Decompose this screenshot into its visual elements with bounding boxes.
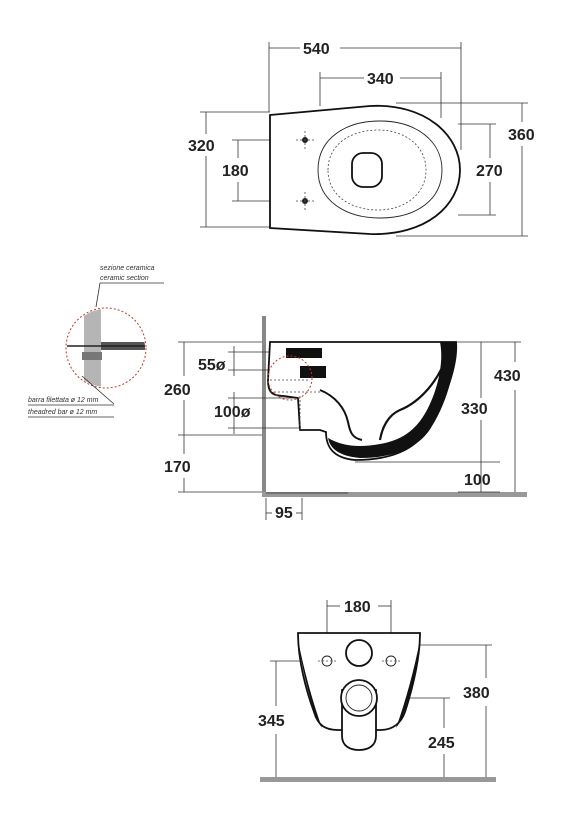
dim-height-left: 345 bbox=[258, 713, 285, 730]
detail-circle bbox=[65, 307, 147, 389]
top-view: 540 340 320 180 360 270 bbox=[188, 41, 535, 237]
fixing-hole-upper bbox=[296, 131, 315, 149]
bolt-hole-left bbox=[318, 655, 336, 667]
bowl-side-outline bbox=[267, 341, 458, 461]
detail-note-it: sezione ceramica bbox=[100, 265, 155, 272]
dim-outlet-diameter: 100ø bbox=[214, 404, 251, 421]
ceramic-section-detail: sezione ceramica ceramic section barra f… bbox=[28, 265, 164, 418]
floor-rear bbox=[260, 777, 496, 782]
dim-total-height-right: 430 bbox=[494, 368, 521, 385]
detail-note-en: ceramic section bbox=[100, 275, 149, 282]
dim-wall-offset: 95 bbox=[275, 505, 293, 522]
bowl-side-outer-shell bbox=[328, 342, 456, 458]
trapway bbox=[319, 389, 363, 441]
dim-fixing-spacing: 180 bbox=[222, 163, 249, 180]
dim-overall-width-left: 320 bbox=[188, 138, 215, 155]
bolt-hole-right bbox=[382, 655, 400, 667]
inlet-rear bbox=[345, 639, 373, 667]
fixing-hole-lower bbox=[296, 192, 315, 210]
inlet-connector bbox=[286, 348, 322, 358]
dim-inner-width: 270 bbox=[476, 163, 503, 180]
dim-overall-length: 540 bbox=[303, 41, 330, 58]
dim-outlet-height: 245 bbox=[428, 735, 455, 752]
rear-view: 180 345 380 245 bbox=[258, 599, 496, 782]
dim-bolt-spacing: 180 bbox=[344, 599, 371, 616]
dim-overall-width-right: 360 bbox=[508, 127, 535, 144]
dim-inlet-diameter: 55ø bbox=[198, 357, 226, 374]
outlet-top-view bbox=[351, 152, 383, 188]
dim-height-right: 380 bbox=[463, 685, 490, 702]
dim-bowl-clearance: 100 bbox=[464, 472, 491, 489]
outlet-rear-inner bbox=[345, 684, 373, 712]
wall bbox=[262, 316, 266, 497]
bar-note-it: barra filettata ø 12 mm bbox=[28, 397, 99, 404]
bowl-side-bowl-line bbox=[378, 351, 450, 441]
bowl-top-dashed-rim bbox=[327, 129, 427, 211]
floor bbox=[262, 492, 527, 497]
dim-seat-length: 340 bbox=[367, 71, 394, 88]
outlet-connector bbox=[300, 366, 326, 378]
dim-bowl-height: 330 bbox=[461, 401, 488, 418]
dim-floor-to-outlet: 170 bbox=[164, 459, 191, 476]
side-view: 260 55ø 100ø 170 95 430 330 100 bbox=[164, 316, 527, 522]
bar-note-en: theadred bar ø 12 mm bbox=[28, 409, 97, 416]
bowl-top-inner-rim bbox=[317, 120, 443, 219]
dim-total-height-left: 260 bbox=[164, 382, 191, 399]
